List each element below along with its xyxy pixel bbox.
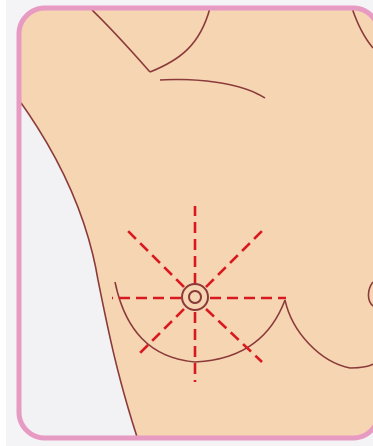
frame-contents	[19, 8, 373, 446]
